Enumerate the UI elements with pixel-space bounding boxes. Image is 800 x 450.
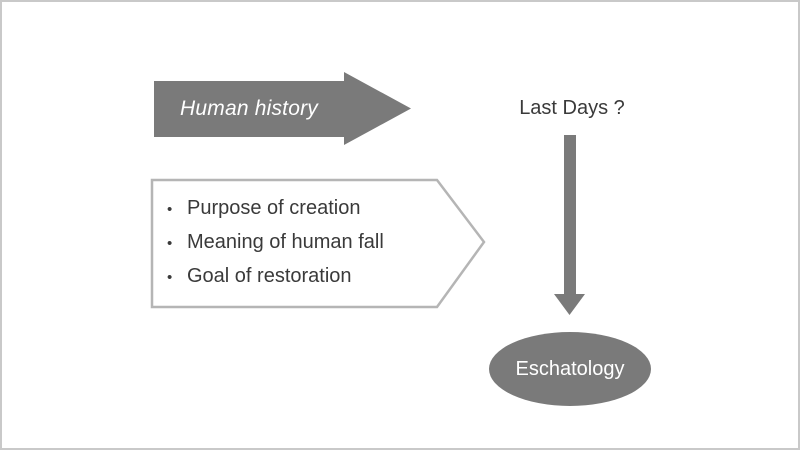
human-history-arrow-shape — [154, 72, 411, 145]
topic-text: Goal of restoration — [187, 265, 352, 287]
bullet-icon: • — [167, 201, 173, 218]
human-history-label: Human history — [180, 97, 318, 120]
last-days-label: Last Days ? — [519, 96, 625, 119]
topic-text: Purpose of creation — [187, 197, 361, 219]
down-arrow-shape — [554, 135, 585, 315]
list-item: • Goal of restoration — [167, 260, 432, 294]
topics-chevron-shape — [150, 178, 486, 309]
eschatology-ellipse: Eschatology — [489, 332, 651, 406]
bullet-icon: • — [167, 235, 173, 252]
bullet-icon: • — [167, 269, 173, 286]
topics-list: • Purpose of creation • Meaning of human… — [167, 188, 432, 298]
right-arrow-icon — [154, 72, 411, 145]
chevron-outline-icon — [150, 178, 486, 309]
list-item: • Purpose of creation — [167, 192, 432, 226]
list-item: • Meaning of human fall — [167, 226, 432, 260]
eschatology-label: Eschatology — [515, 357, 625, 380]
topic-text: Meaning of human fall — [187, 231, 384, 253]
down-arrow-icon — [554, 135, 585, 315]
